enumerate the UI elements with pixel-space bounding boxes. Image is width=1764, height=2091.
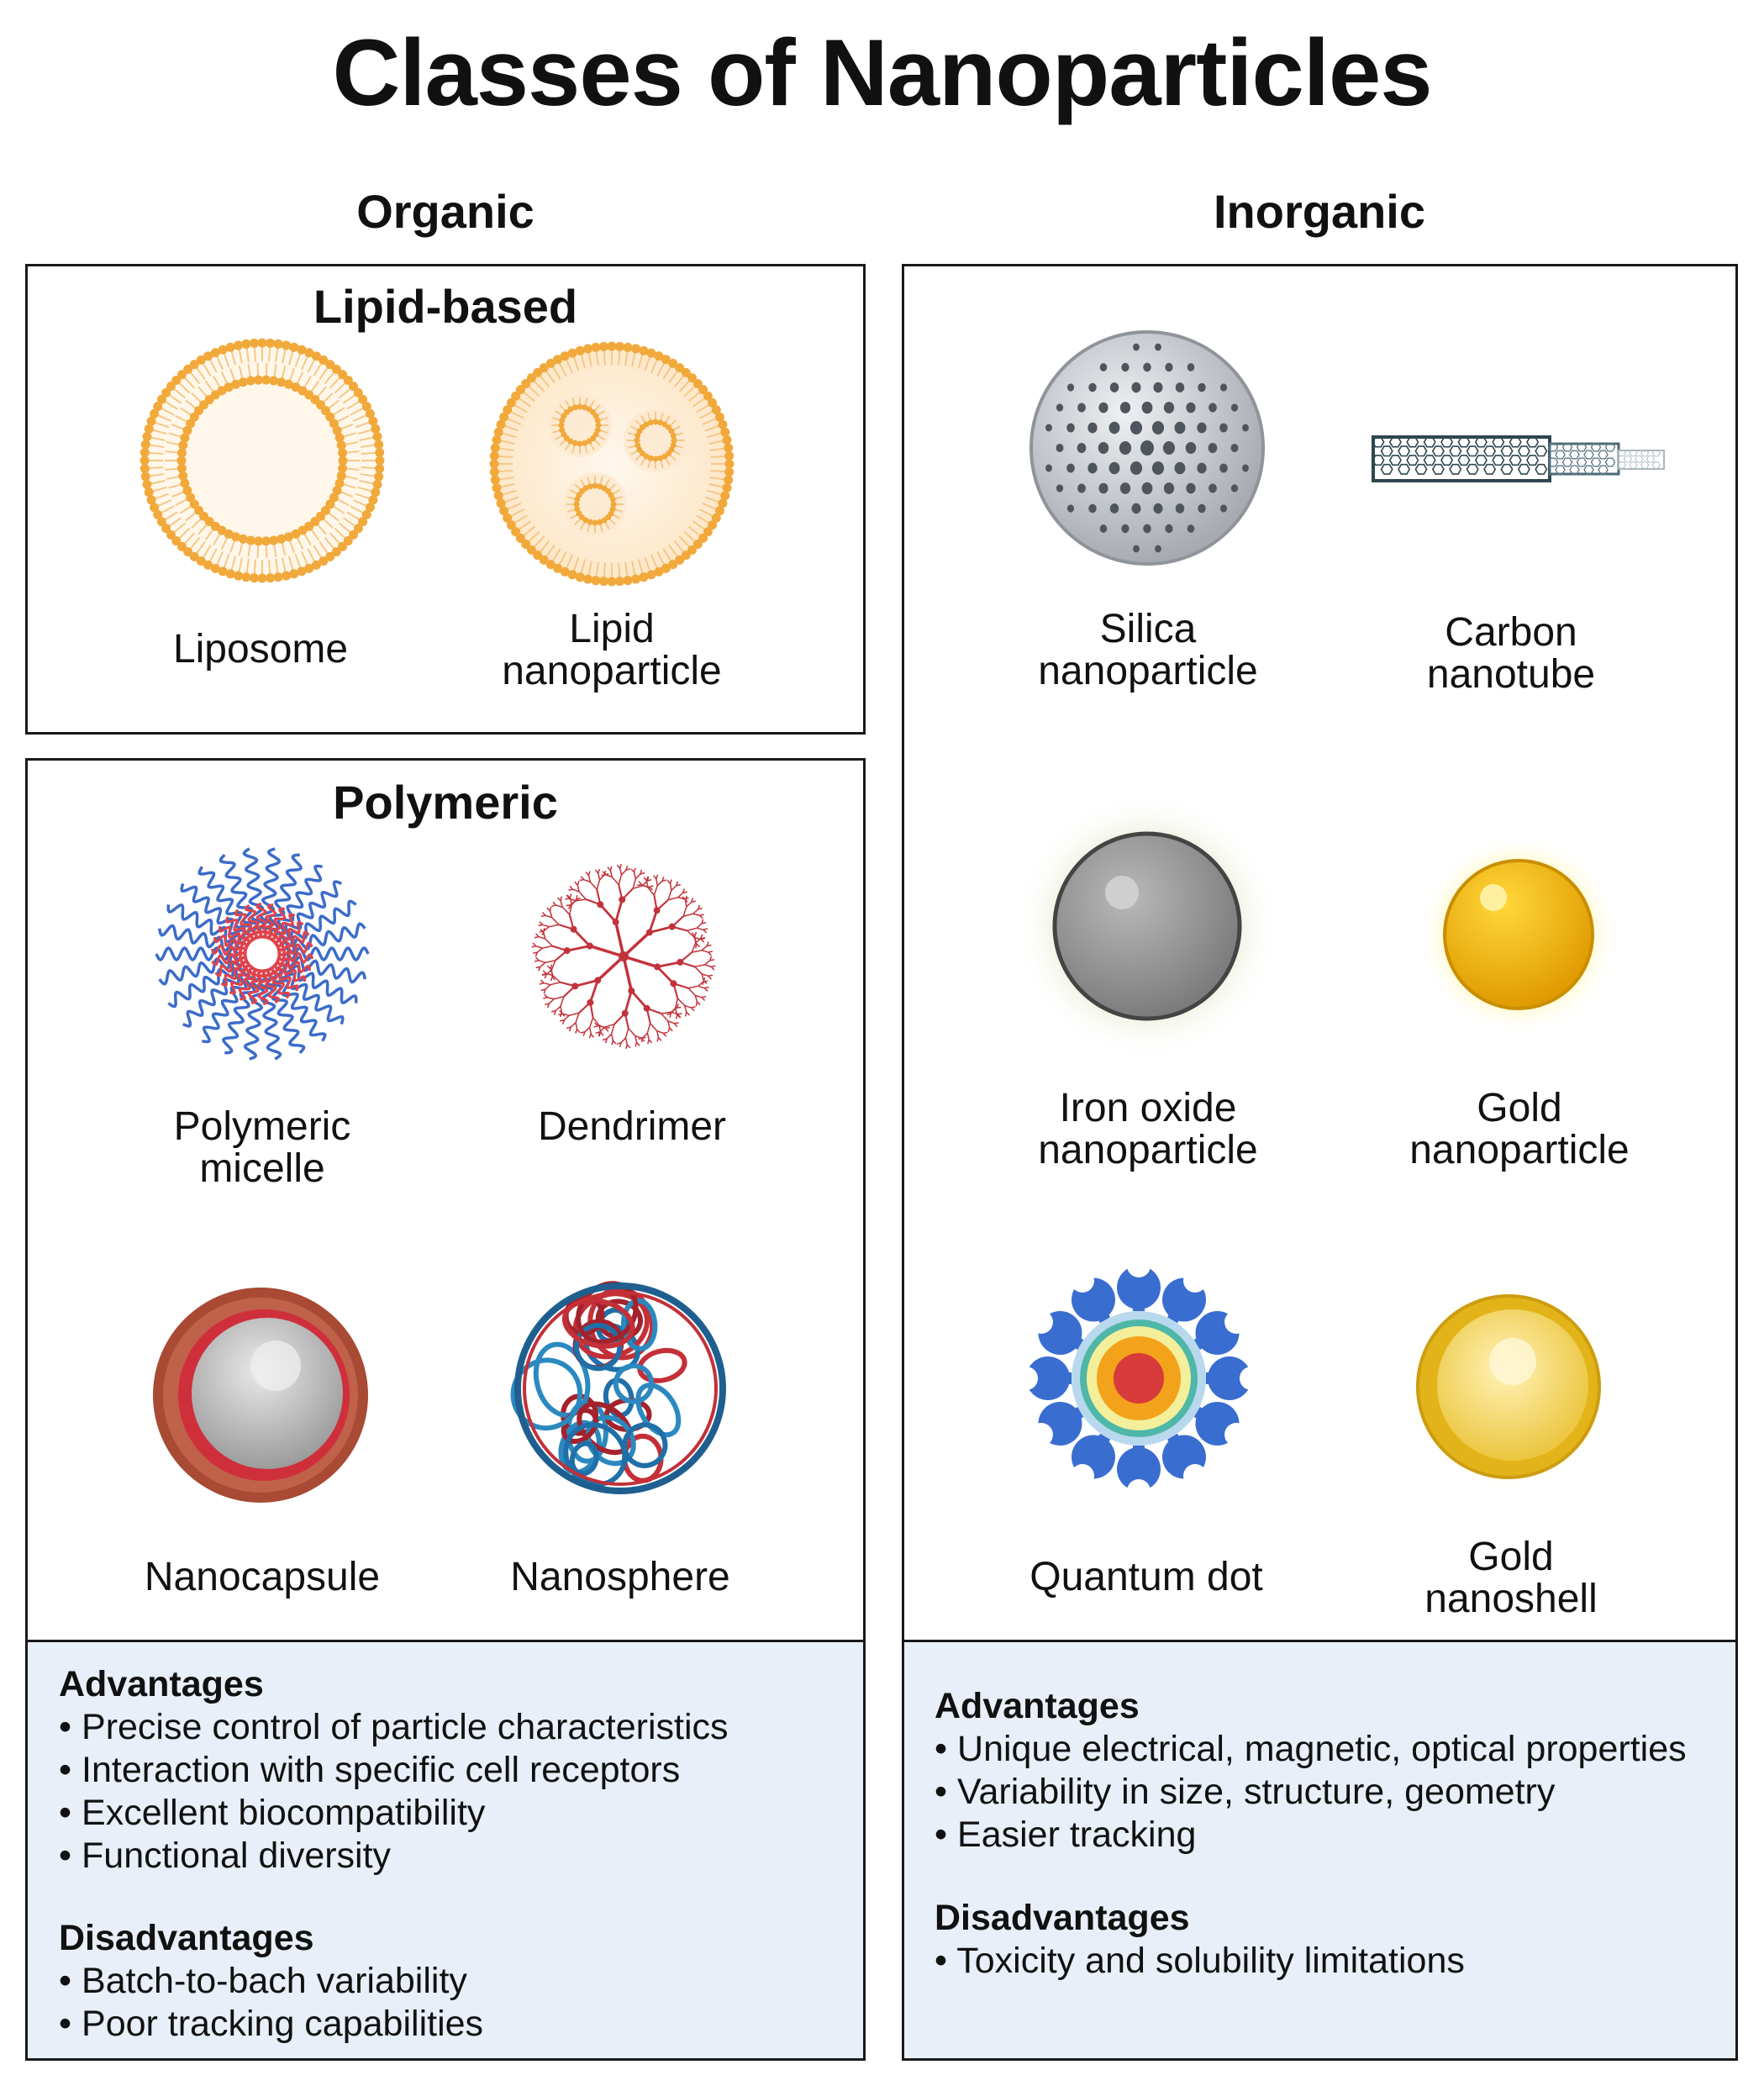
label-iron-oxide-nanoparticle: Iron oxide nanoparticle (1038, 1086, 1258, 1172)
organic-advantage-item: Precise control of particle characterist… (59, 1706, 849, 1749)
inorganic-heading: Inorganic (1213, 185, 1426, 238)
iron-oxide-nanoparticle-icon (1014, 793, 1280, 1059)
nanosphere-icon (510, 1281, 726, 1494)
quantum-dot-icon (1014, 1254, 1263, 1503)
organic-advantage-item: Excellent biocompatibility (59, 1792, 849, 1835)
label-carbon-nanotube: Carbon nanotube (1426, 610, 1596, 697)
inorganic-advantages: Advantages Unique electrical, magnetic, … (935, 1684, 1733, 1857)
organic-advantage-item: Interaction with specific cell receptors (59, 1749, 849, 1792)
page-title: Classes of Nanoparticles (332, 20, 1432, 125)
label-nanocapsule: Nanocapsule (144, 1555, 381, 1599)
lipid-nanoparticle-icon (489, 341, 735, 587)
gold-nanoparticle-icon (1418, 834, 1619, 1035)
inorganic-advantage-item: Easier tracking (935, 1814, 1733, 1857)
organic-disadvantages: Disadvantages Batch-to-bach variability … (59, 1916, 849, 2046)
polymeric-micelle-icon (155, 847, 370, 1061)
inorganic-disadvantages: Disadvantages Toxicity and solubility li… (935, 1896, 1733, 1983)
polymeric-panel (25, 758, 866, 1642)
inorganic-advantages-heading: Advantages (935, 1686, 1140, 1726)
organic-disadvantage-item: Batch-to-bach variability (59, 1960, 849, 2003)
lipid-based-heading: Lipid-based (313, 280, 578, 333)
label-nanosphere: Nanosphere (510, 1555, 730, 1599)
organic-heading: Organic (356, 185, 534, 238)
label-dendrimer: Dendrimer (537, 1104, 727, 1149)
liposome-icon (140, 338, 385, 583)
label-lipid-nanoparticle: Lipid nanoparticle (502, 607, 722, 693)
inorganic-advantage-item: Unique electrical, magnetic, optical pro… (935, 1728, 1733, 1771)
inorganic-disadvantages-heading: Disadvantages (935, 1898, 1190, 1938)
label-gold-nanoparticle: Gold nanoparticle (1409, 1086, 1630, 1172)
organic-disadvantage-item: Poor tracking capabilities (59, 2003, 849, 2046)
polymeric-heading: Polymeric (333, 776, 558, 829)
organic-advantages: Advantages Precise control of particle c… (59, 1662, 849, 1878)
label-polymeric-micelle: Polymeric micelle (173, 1104, 351, 1191)
inorganic-advantage-item: Variability in size, structure, geometry (935, 1771, 1733, 1814)
label-silica-nanoparticle: Silica nanoparticle (1038, 607, 1258, 693)
organic-advantage-item: Functional diversity (59, 1835, 849, 1878)
carbon-nanotube-icon (1370, 435, 1665, 482)
organic-advantages-heading: Advantages (59, 1664, 264, 1704)
label-liposome: Liposome (172, 627, 349, 672)
label-gold-nanoshell: Gold nanoshell (1424, 1535, 1598, 1621)
dendrimer-icon (531, 863, 716, 1050)
gold-nanoshell-icon (1404, 1283, 1613, 1491)
label-quantum-dot: Quantum dot (1029, 1555, 1263, 1599)
nanocapsule-icon (153, 1288, 368, 1503)
inorganic-disadvantage-item: Toxicity and solubility limitations (935, 1940, 1733, 1983)
silica-nanoparticle-icon (1029, 330, 1265, 566)
organic-disadvantages-heading: Disadvantages (59, 1918, 314, 1958)
